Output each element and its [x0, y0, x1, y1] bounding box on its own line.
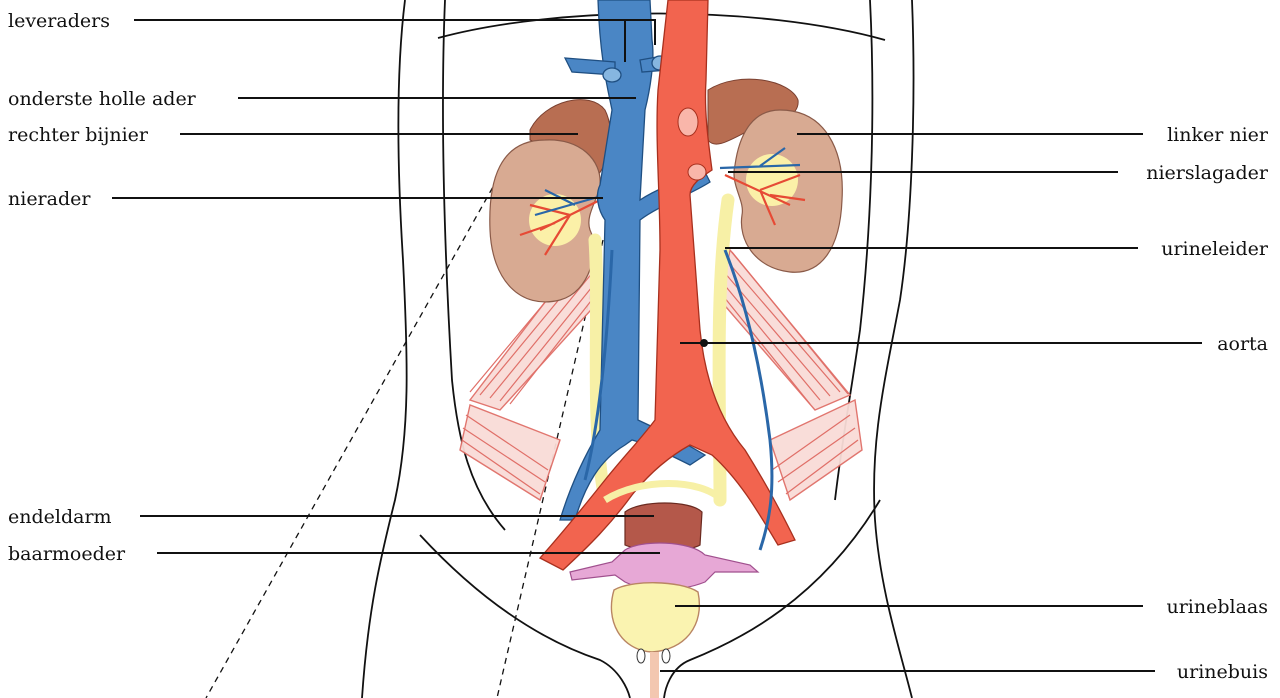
- urinary-bladder: [611, 583, 699, 652]
- aorta-branch-1: [678, 108, 698, 136]
- label-urinebuis: urinebuis: [1177, 661, 1268, 683]
- label-nierslagader: nierslagader: [1146, 162, 1269, 184]
- label-urineblaas: urineblaas: [1166, 596, 1268, 618]
- aorta-branch-2: [688, 164, 706, 180]
- label-endeldarm: endeldarm: [8, 506, 112, 528]
- label-linker-nier: linker nier: [1167, 124, 1269, 146]
- urethra-opening-left: [637, 649, 645, 663]
- label-rechter-bijnier: rechter bijnier: [8, 124, 149, 146]
- label-urineleider: urineleider: [1161, 238, 1269, 260]
- label-onderste-holle-ader: onderste holle ader: [8, 88, 197, 110]
- label-baarmoeder: baarmoeder: [8, 543, 126, 565]
- label-nierader: nierader: [8, 188, 91, 210]
- urethra-opening-right: [662, 649, 670, 663]
- label-leveraders: leveraders: [8, 10, 110, 32]
- label-aorta: aorta: [1217, 333, 1268, 355]
- urethra: [650, 652, 659, 698]
